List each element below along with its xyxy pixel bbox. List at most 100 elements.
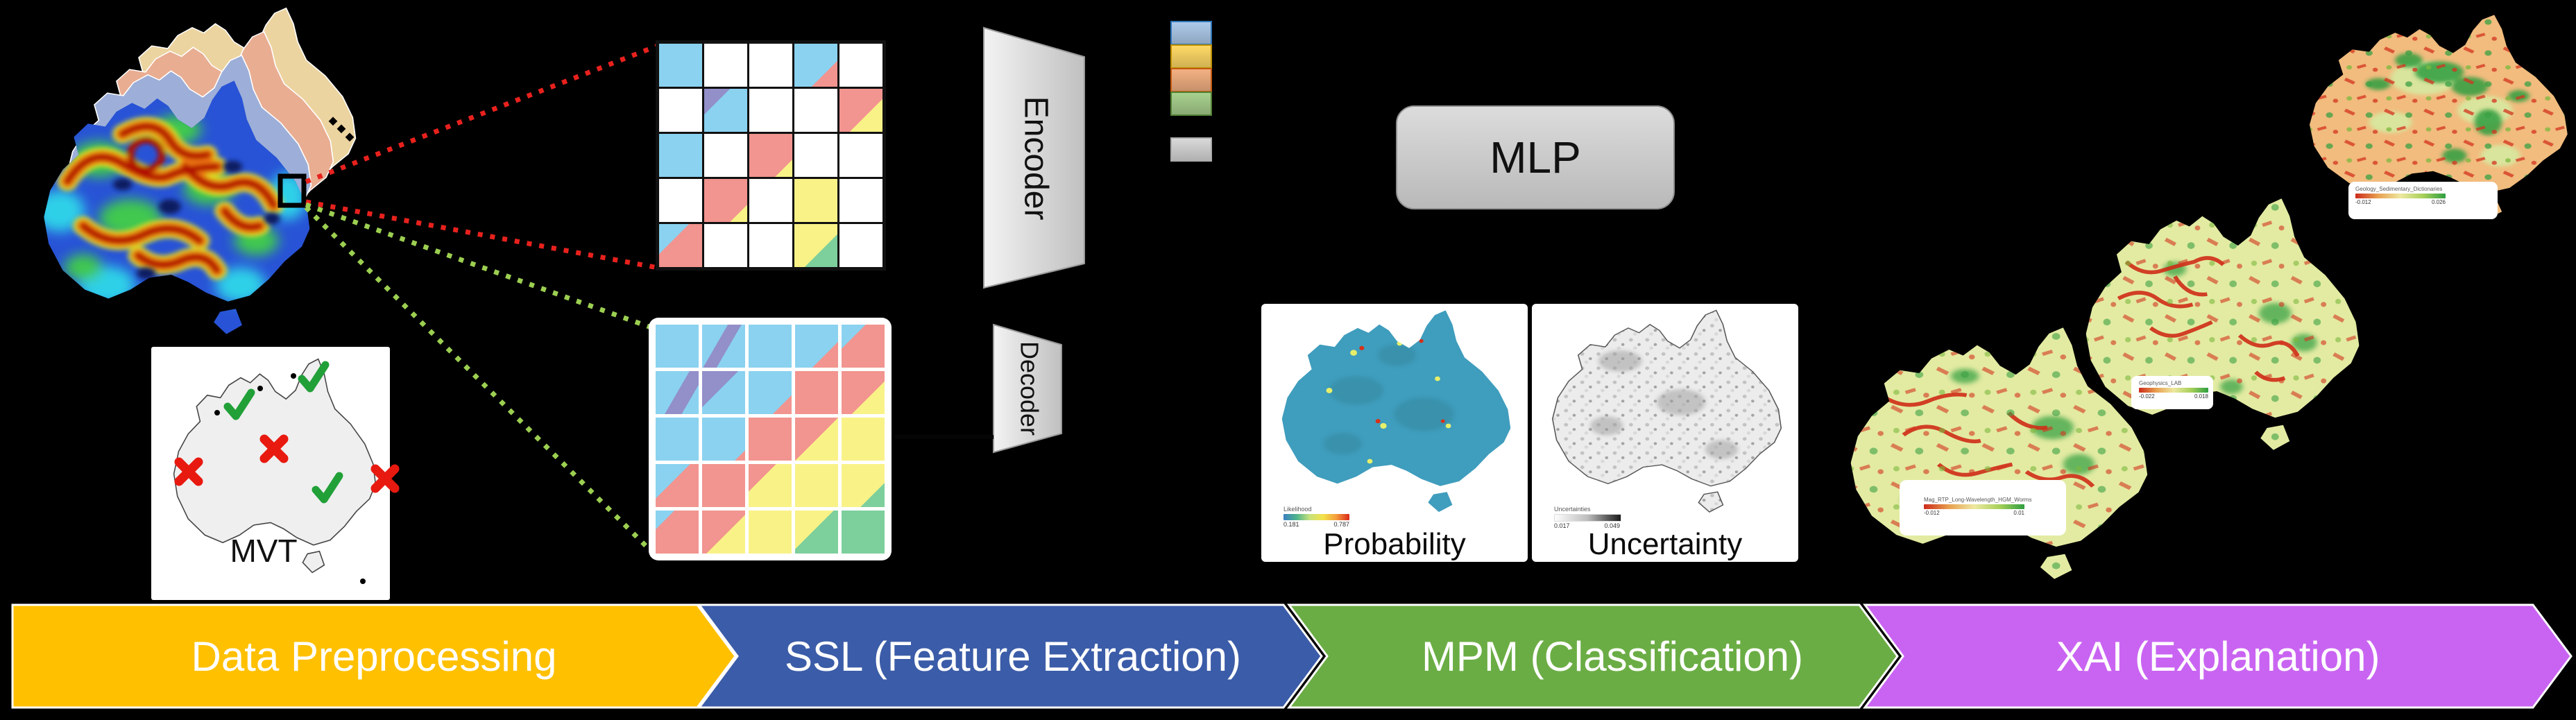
cross-icon [174, 457, 203, 486]
patch-cell [704, 224, 747, 267]
patch-cell [749, 511, 792, 554]
patch-cell [702, 464, 745, 507]
patch-cell [794, 179, 837, 222]
xai-geology-legend: Geology_Sedimentary_Dictionaries -0.012 … [2352, 185, 2449, 207]
legend-min: 0.181 [1283, 521, 1299, 529]
patch-cell [749, 179, 792, 222]
encoder-label: Encoder [1017, 96, 1054, 221]
patch-cell [749, 224, 792, 267]
xai-geophysics-legend: Geophysics_LAB -0.022 0.018 [2135, 379, 2212, 402]
legend-title: Uncertainties [1554, 506, 1591, 513]
patch-cell [749, 418, 792, 461]
masked-patch-grid [656, 40, 886, 271]
patch-cell [839, 134, 882, 177]
patch-cell [656, 325, 699, 368]
patch-cell [702, 418, 745, 461]
patch-cell [749, 371, 792, 414]
uncertainties-colorbar [1554, 514, 1621, 522]
banner-stage-mpm [1287, 603, 1899, 709]
feature-token-column [1170, 0, 1212, 166]
patch-cell [839, 179, 882, 222]
legend-title: Likelihood [1283, 506, 1312, 513]
patch-cell [842, 464, 885, 507]
xai-map-geophysics [2085, 198, 2360, 450]
xai-magnetics-legend: Mag_RTP_Long-Wavelength_HGM_Worms -0.012… [1920, 495, 2036, 518]
decoder-block: Decoder [993, 323, 1062, 454]
cross-icon [370, 464, 400, 493]
legend-min: -0.022 [2139, 393, 2155, 400]
feature-token [1170, 137, 1212, 162]
patch-cell [656, 371, 699, 414]
check-icon [312, 472, 343, 504]
patch-cell [842, 371, 885, 414]
encoder-block: Encoder [983, 26, 1085, 289]
legend-max: 0.018 [2194, 393, 2208, 400]
probability-panel: Likelihood 0.181 0.787 Probability [1261, 304, 1528, 562]
legend-min: -0.012 [1924, 510, 1940, 517]
patch-cell [656, 511, 699, 554]
patch-cell [704, 134, 747, 177]
reconstruction-arrow [880, 429, 993, 445]
patch-cell [749, 89, 792, 132]
patch-cell [795, 511, 838, 554]
legend-max: 0.01 [2013, 510, 2024, 517]
legend-title: Geology_Sedimentary_Dictionaries [2355, 186, 2443, 192]
patch-selection-box [278, 173, 307, 208]
likelihood-colorbar [1283, 514, 1349, 521]
patch-cell [656, 418, 699, 461]
banner-stage-preprocessing [11, 603, 737, 709]
cross-icon [259, 434, 289, 463]
stage-label-ssl: SSL (Feature Extraction) [785, 633, 1241, 680]
stage-label-mpm: MPM (Classification) [1422, 633, 1803, 680]
legend-title: Geophysics_LAB [2139, 380, 2182, 386]
patch-cell [795, 464, 838, 507]
xai-geology-colorbar [2355, 194, 2446, 199]
patch-cell [656, 464, 699, 507]
banner-stage-ssl [697, 603, 1323, 709]
stack-ellipsis-icon [282, 117, 355, 277]
stage-label-preprocessing: Data Preprocessing [191, 633, 557, 680]
uncertainty-panel: Uncertainties 0.017 0.049 Uncertainty [1532, 304, 1798, 562]
feature-token [1170, 44, 1212, 69]
patch-cell [794, 44, 837, 87]
uncertainty-caption: Uncertainty [1587, 527, 1743, 561]
patch-cell [794, 134, 837, 177]
patch-cell [659, 224, 702, 267]
check-icon [298, 361, 330, 393]
patch-cell [842, 418, 885, 461]
deposit-dots [214, 373, 366, 584]
patch-cell [659, 89, 702, 132]
patch-link-lines [304, 43, 659, 557]
patch-cell [839, 44, 882, 87]
patch-cell [749, 325, 792, 368]
stage-label-xai: XAI (Explanation) [2056, 633, 2380, 680]
patch-cell [795, 325, 838, 368]
patch-cell [842, 511, 885, 554]
patch-cell [704, 44, 747, 87]
xai-geophysics-colorbar [2139, 388, 2208, 393]
legend-max: 0.049 [1604, 522, 1620, 530]
feature-token [1170, 68, 1212, 92]
patch-cell [704, 179, 747, 222]
patch-cell [795, 371, 838, 414]
patch-cell [702, 325, 745, 368]
patch-cell [839, 89, 882, 132]
banner-stage-xai [1863, 603, 2573, 709]
patch-cell [659, 179, 702, 222]
patch-cell [659, 44, 702, 87]
legend-min: 0.017 [1554, 522, 1570, 530]
patch-cell [842, 325, 885, 368]
check-icon [223, 388, 255, 420]
feature-token [1170, 92, 1212, 116]
probability-map [1281, 310, 1511, 513]
mvt-deposit-panel: MVT [151, 347, 400, 600]
legend-min: -0.012 [2355, 199, 2371, 206]
uncertainty-map [1551, 309, 1782, 513]
xai-magnetics-colorbar [1924, 504, 2024, 510]
likelihood-legend: Likelihood 0.181 0.787 [1279, 504, 1354, 530]
mvt-label: MVT [230, 533, 297, 569]
patch-cell [749, 44, 792, 87]
feature-token [1170, 21, 1212, 45]
probability-caption: Probability [1323, 527, 1466, 561]
